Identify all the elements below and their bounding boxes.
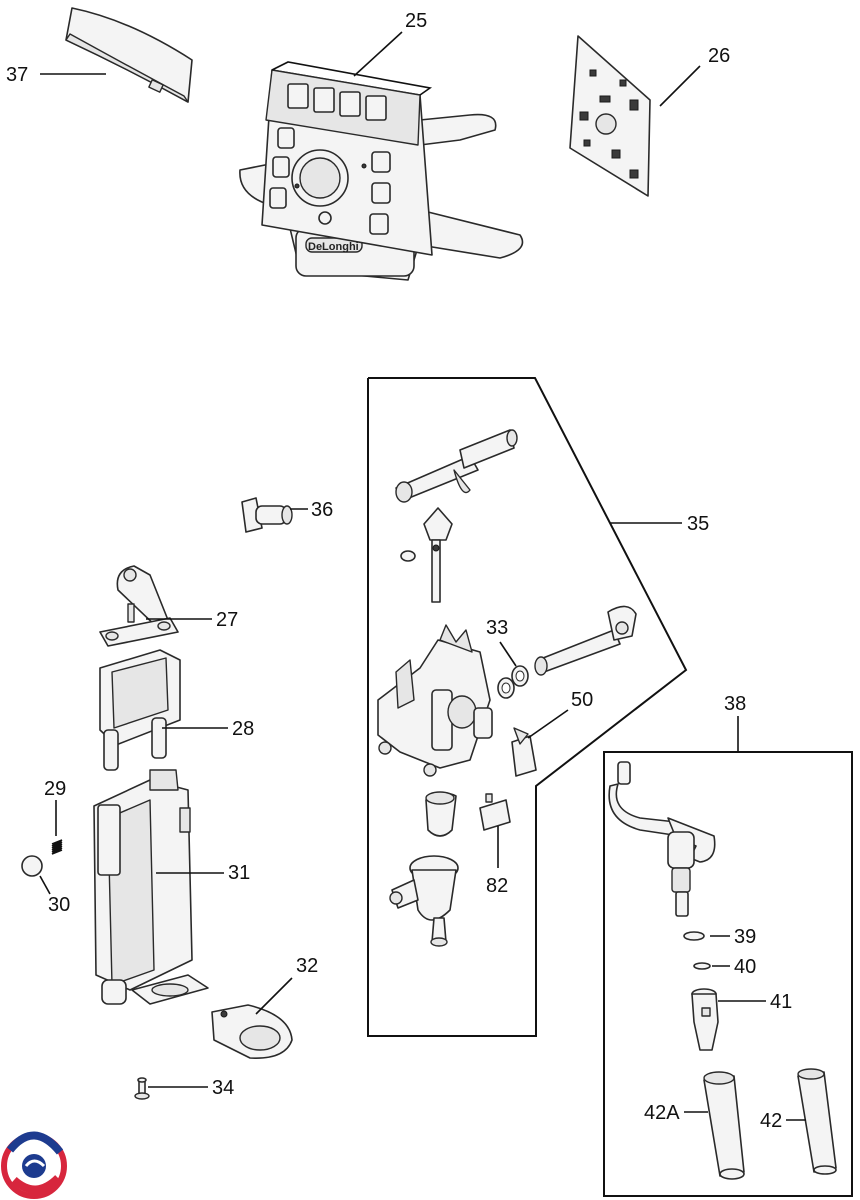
callout-labels: 37 25 26 36 35 27 28 29 30 31 32 34 33 5… [6,10,792,1132]
part-27-lever-bracket [99,565,179,647]
group-35-outlet-body [389,855,459,947]
part-50-clip [511,727,537,777]
part-31-main-frame [93,769,209,1005]
part-42a-sleeve [703,1071,745,1180]
label-30: 30 [48,894,70,916]
label-34: 34 [212,1077,234,1099]
brand-logo-text: DeLonghi [308,241,359,253]
part-25-control-panel: DeLonghi [239,61,524,281]
part-36-knob [241,497,293,533]
label-42a: 42A [644,1102,680,1124]
label-29: 29 [44,778,66,800]
label-26: 26 [708,45,730,67]
part-82-microswitch [479,793,511,831]
label-50: 50 [571,689,593,711]
label-31: 31 [228,862,250,884]
label-82: 82 [486,875,508,897]
part-28-upper-housing [99,649,181,771]
group-35-gear-spindle [400,507,453,603]
part-26-circuit-board [569,35,651,197]
part-29-spring [51,839,63,855]
corner-logo [1,1131,67,1199]
leader-lines [39,31,806,1121]
part-41-nozzle [691,988,719,1051]
group-35-outline [367,377,688,1037]
label-27: 27 [216,609,238,631]
group-35-valve-body [377,624,493,777]
group-35-actuator-rod [534,605,637,676]
group-38-outline [603,716,853,1197]
part-42-sleeve [797,1068,837,1175]
label-28: 28 [232,718,254,740]
part-39-o-ring [683,931,705,941]
part-34-pin [134,1077,150,1100]
label-38: 38 [724,693,746,715]
label-33: 33 [486,617,508,639]
part-30-cap [21,855,43,877]
group-35-outlet-connector [425,791,457,837]
label-36: 36 [311,499,333,521]
part-37-cover-strip [65,7,193,103]
label-42: 42 [760,1110,782,1132]
part-33-o-rings [497,665,529,699]
label-25: 25 [405,10,427,32]
part-32-mounting-plate [211,1004,293,1059]
part-40-washer [693,962,711,970]
label-35: 35 [687,513,709,535]
label-40: 40 [734,956,756,978]
group-35-shaft-assembly [395,429,518,503]
label-32: 32 [296,955,318,977]
group-38-steam-pipe [608,761,716,917]
label-39: 39 [734,926,756,948]
label-37: 37 [6,64,28,86]
label-41: 41 [770,991,792,1013]
